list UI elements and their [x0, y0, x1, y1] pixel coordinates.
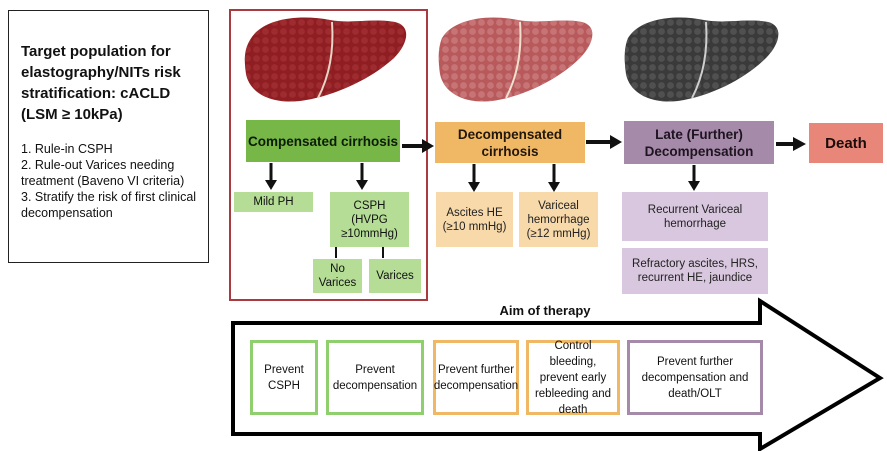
arrow-down-icon: [468, 164, 480, 192]
no-varices-box: No Varices: [313, 259, 362, 293]
arrow-right-icon: [586, 135, 622, 149]
arrow-right-icon: [776, 137, 806, 151]
therapy-item-prevent-further-decompensation-olt: Prevent further decompensation and death…: [627, 340, 763, 415]
late-decompensation-box: Late (Further) Decompensation: [624, 121, 774, 164]
goal-item: 2. Rule-out Varices needing treatment (B…: [21, 158, 185, 188]
decompensated-cirrhosis-box: Decompensated cirrhosis: [435, 122, 585, 163]
liver-icon: [624, 17, 779, 102]
arrow-right-icon: [402, 139, 434, 153]
liver-icon: [438, 17, 593, 102]
therapy-item-prevent-further-decompensation: Prevent further decompensation: [433, 340, 519, 415]
target-population-title: Target population for elastography/NITs …: [21, 43, 181, 123]
arrow-down-icon: [548, 164, 560, 192]
goal-item: 3. Stratify the risk of first clinical d…: [21, 190, 197, 220]
liver-icon: [244, 17, 407, 102]
goal-item: 1. Rule-in CSPH: [21, 142, 113, 156]
varices-box: Varices: [369, 259, 421, 293]
therapy-item-control-bleeding: Control bleeding, prevent early rebleedi…: [526, 340, 620, 416]
csph-box: CSPH (HVPG ≥10mmHg): [330, 192, 409, 247]
arrow-down-icon: [265, 163, 277, 190]
refractory-ascites-box: Refractory ascites, HRS, recurrent HE, j…: [622, 248, 768, 294]
recurrent-variceal-box: Recurrent Variceal hemorrhage: [622, 192, 768, 241]
death-box: Death: [809, 123, 883, 163]
therapy-item-prevent-csph: Prevent CSPH: [250, 340, 318, 415]
ascites-he-box: Ascites HE (≥10 mmHg): [436, 192, 513, 247]
therapy-title: Aim of therapy: [499, 303, 591, 318]
mild-ph-box: Mild PH: [234, 192, 313, 212]
goals-list: 1. Rule-in CSPH 2. Rule-out Varices need…: [21, 141, 200, 221]
arrow-down-icon: [688, 165, 700, 191]
target-population-box: Target population for elastography/NITs …: [8, 10, 209, 263]
arrow-down-icon: [356, 163, 368, 190]
therapy-item-prevent-decompensation: Prevent decompensation: [326, 340, 424, 415]
compensated-cirrhosis-box: Compensated cirrhosis: [246, 120, 400, 162]
variceal-hemorrhage-box: Variceal hemorrhage (≥12 mmHg): [519, 192, 598, 247]
compensated-highlight-frame: [229, 9, 428, 301]
